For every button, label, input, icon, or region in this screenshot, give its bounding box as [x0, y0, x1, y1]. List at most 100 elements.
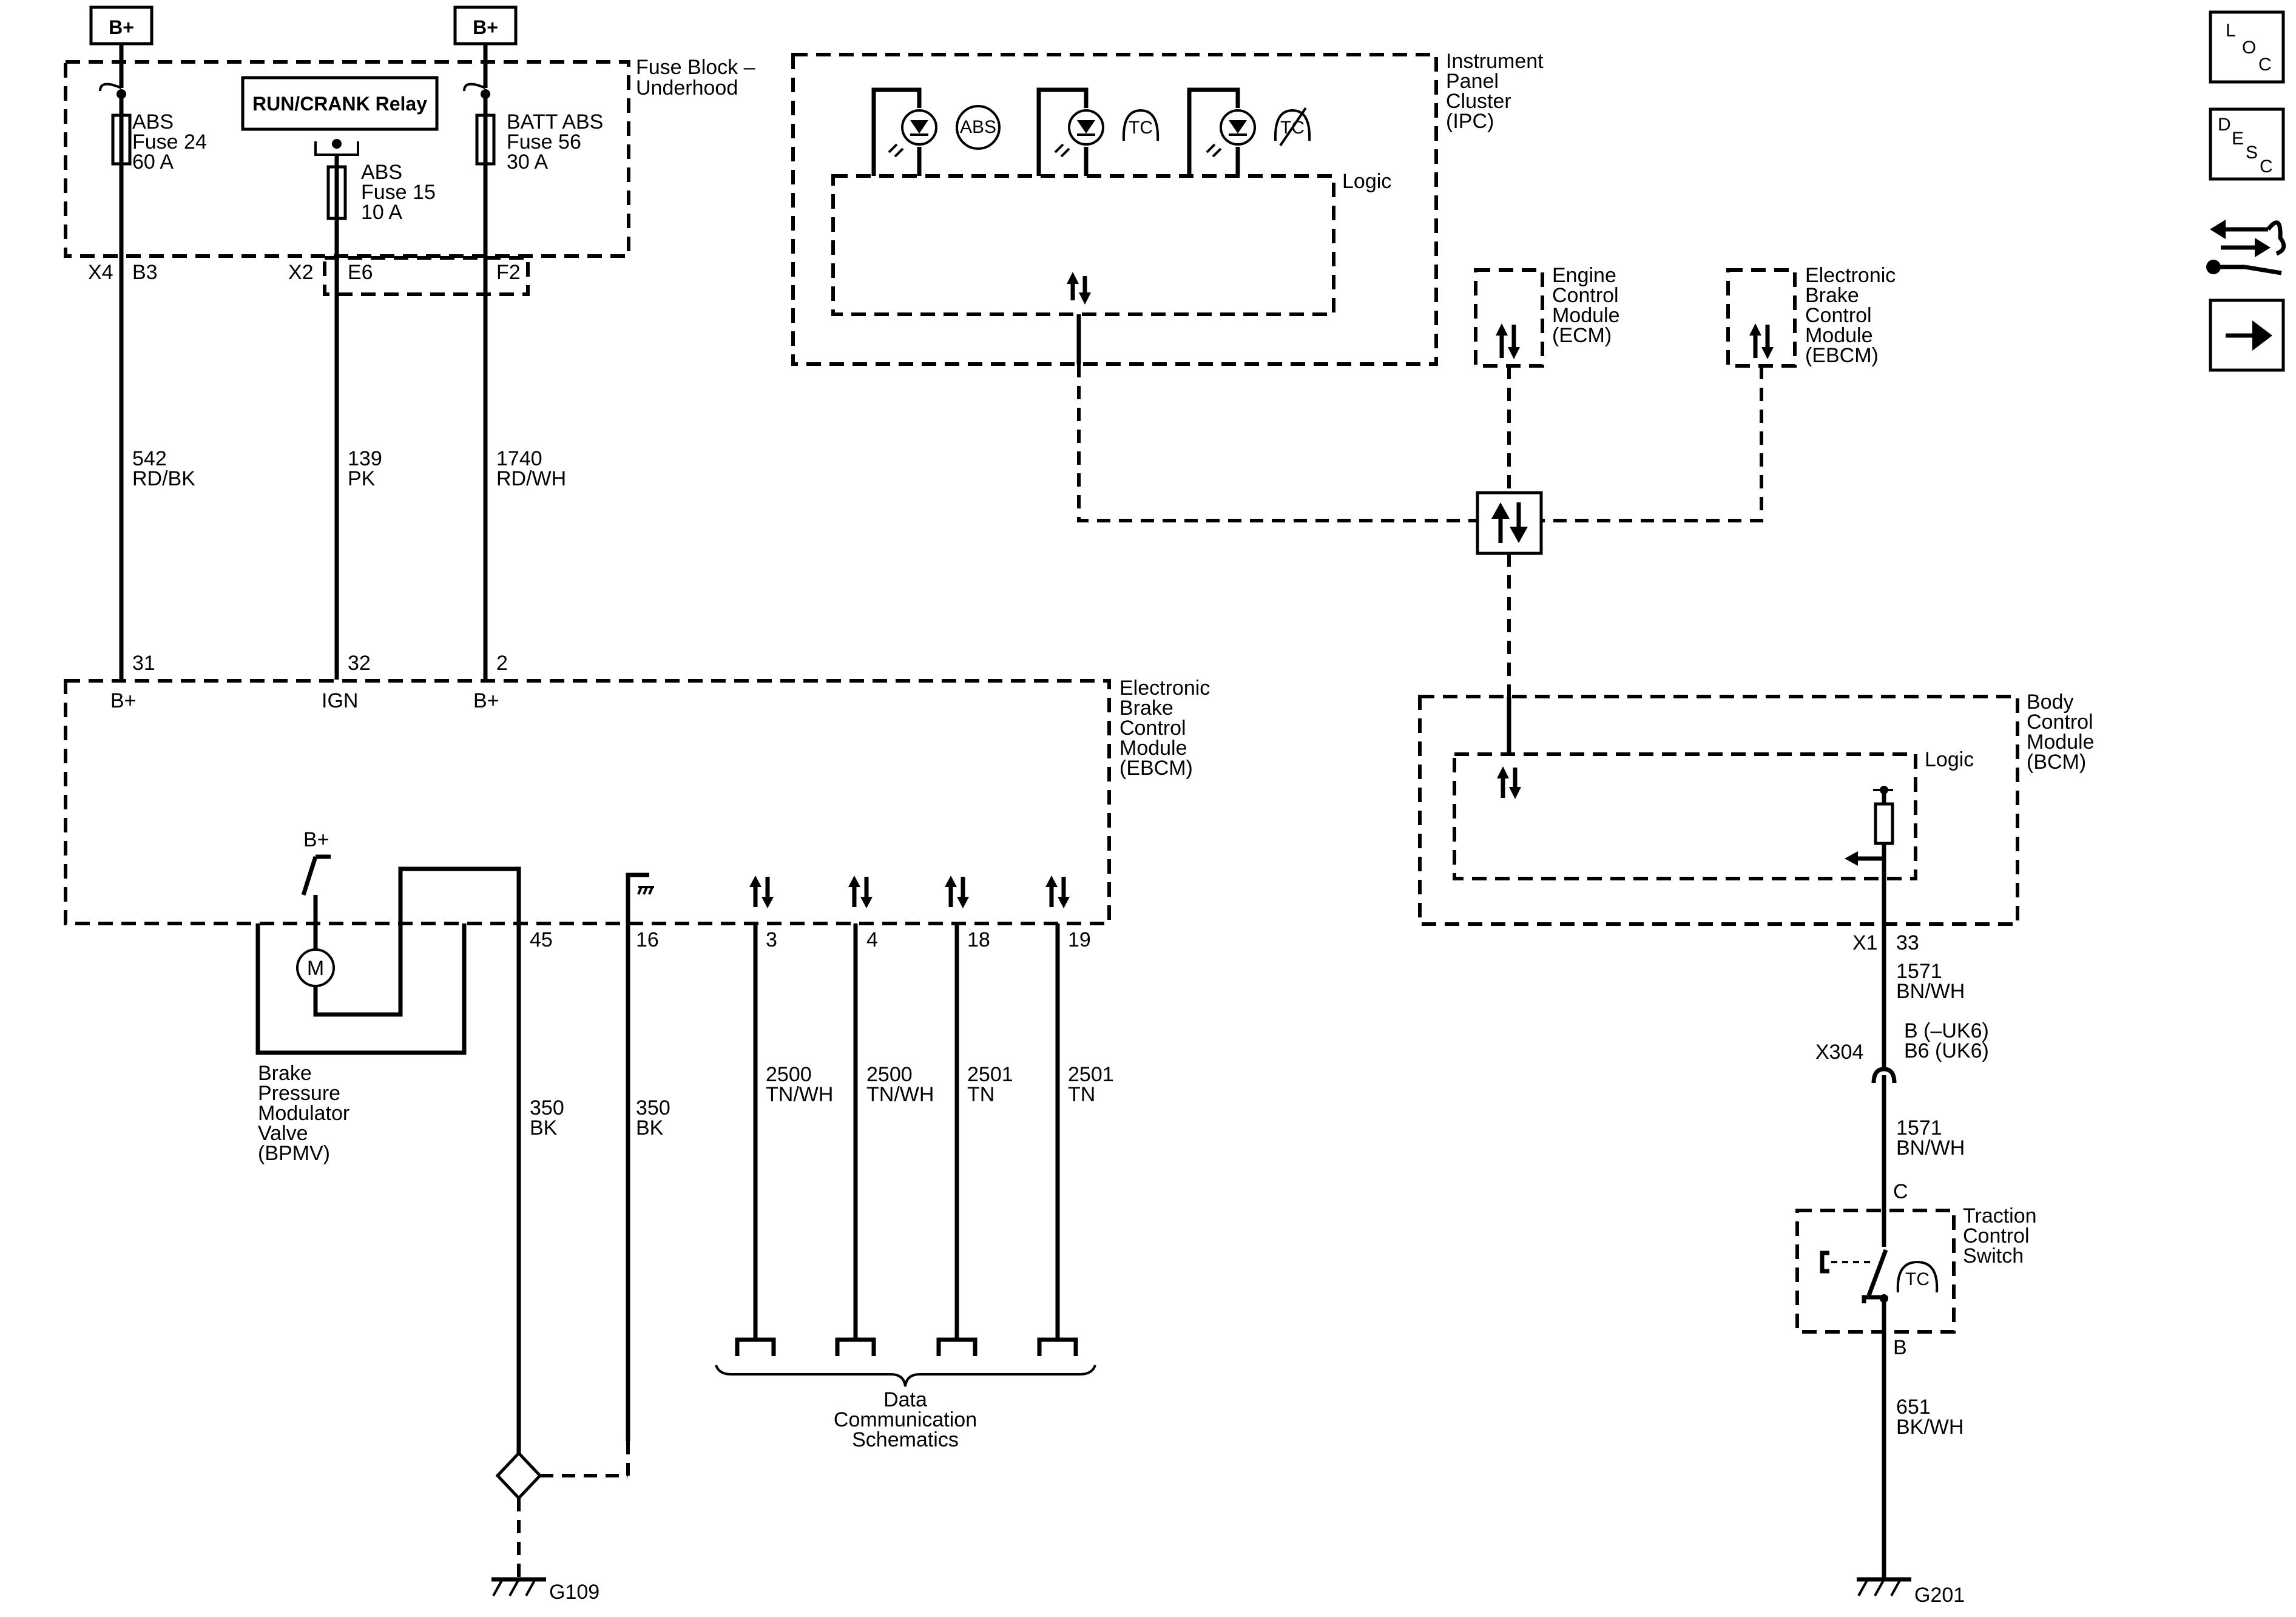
ground-g109: G109: [549, 1581, 599, 1604]
relay-label: RUN/CRANK Relay: [252, 93, 427, 115]
ebcm-small-box: [1726, 268, 1797, 368]
ipc-title-1: Instrument: [1446, 50, 1544, 73]
ecm-title: Engine Control Module (ECM): [1552, 264, 1620, 347]
loc-letter-l: L: [2226, 21, 2236, 41]
ecm-title-4: (ECM): [1552, 324, 1612, 347]
tc-off-icon: [1274, 109, 1311, 141]
fuse-15-rating: 10 A: [361, 201, 402, 224]
data-line-pin-18: 18 2501 TN: [936, 876, 1013, 1356]
wire-1571b-number: 1571: [1896, 1116, 1942, 1139]
wire-542-number: 542: [132, 447, 167, 470]
ipc-title-3: Cluster: [1446, 90, 1511, 113]
ipc-box: [791, 53, 1438, 366]
fuse-56-number: Fuse 56: [507, 130, 581, 154]
wire-2501a-number: 2501: [967, 1063, 1013, 1086]
bcm-logic-box: [1453, 752, 1917, 880]
desc-letter-s: S: [2246, 143, 2258, 163]
wire-350b-number: 350: [636, 1096, 670, 1119]
wire-2501a-color: TN: [967, 1083, 994, 1106]
data-comm-3: Schematics: [852, 1428, 959, 1451]
arrow-right-icon: [2252, 320, 2272, 351]
ecm-title-1: Engine: [1552, 264, 1616, 287]
ebcm-small-title-4: Module: [1805, 324, 1873, 347]
run-crank-relay: RUN/CRANK Relay: [241, 76, 439, 164]
tcs-pin-b: B: [1893, 1336, 1907, 1359]
bpmv-2: Pressure: [258, 1082, 340, 1105]
ebcm-small-title: Electronic Brake Control Module (EBCM): [1805, 264, 1896, 367]
ecm-box: [1474, 268, 1544, 368]
abs-icon-label: ABS: [960, 117, 996, 137]
data-comm-1: Data: [883, 1388, 927, 1411]
desc-letter-d: D: [2218, 115, 2231, 135]
b-plus-source-right: B+: [453, 5, 518, 46]
wire-1740-color: RD/WH: [496, 467, 566, 490]
bcm-title-3: Module: [2027, 731, 2095, 754]
bpmv-circuit: B+ M Brake Pressure Modulator Valve (BPM…: [255, 828, 521, 1165]
bcm-title-1: Body: [2027, 690, 2074, 714]
ecm-data-arrows: [1496, 323, 1520, 359]
tc-off-icon-label: TC: [1280, 118, 1305, 138]
ebcm-serial-line: [1541, 366, 1763, 522]
ipc-title-4: (IPC): [1446, 110, 1494, 133]
fuse-block-box: [64, 60, 630, 258]
wire-350a-number: 350: [530, 1096, 564, 1119]
tc-indicator: TC: [1036, 87, 1160, 176]
fuse-block-title-1: Fuse Block –: [636, 56, 755, 79]
wire-1571b-color: BN/WH: [1896, 1136, 1965, 1160]
fuse-56-rating: 30 A: [507, 150, 548, 174]
bcm-title: Body Control Module (BCM): [2027, 690, 2095, 774]
motor-supply-label: B+: [303, 828, 329, 851]
ebcm-small-title-2: Brake: [1805, 284, 1859, 307]
connector-tool-icon[interactable]: [2206, 220, 2286, 275]
description-button[interactable]: D E S C: [2209, 107, 2285, 181]
ipc-data-arrows: [1067, 272, 1091, 364]
b-plus-label-left: B+: [109, 16, 134, 38]
bcm-logic-label: Logic: [1925, 748, 1974, 771]
connector-x2: X2: [288, 261, 314, 284]
fuse-56-name: BATT ABS: [507, 110, 603, 133]
circuit-139: ABS Fuse 15 10 A X2 E6 139 PK 32 IGN: [288, 155, 530, 712]
ebcm-small-title-3: Control: [1805, 304, 1872, 327]
desc-letter-c: C: [2260, 157, 2273, 177]
ebcm-small-title-1: Electronic: [1805, 264, 1896, 287]
desc-letter-e: E: [2232, 129, 2244, 149]
tcs-icon-label: TC: [1905, 1269, 1930, 1289]
tcs-title-1: Traction: [1963, 1204, 2037, 1227]
wire-350b-color: BK: [636, 1116, 664, 1139]
circuit-350-b: 16 350 BK: [626, 873, 670, 1476]
ebcm-title-2: Brake: [1119, 697, 1173, 720]
wire-2500a-number: 2500: [766, 1063, 812, 1086]
pin-31: 31: [132, 652, 155, 675]
circuit-1571: X1 33 1571 BN/WH B (–UK6) B6 (UK6) X304 …: [1815, 927, 1989, 1210]
wire-651-number: 651: [1896, 1396, 1931, 1419]
wire-2501b-color: TN: [1068, 1083, 1095, 1106]
traction-control-switch: C Traction Control Switch TC B 651 BK/WH…: [1795, 1180, 2037, 1607]
location-button[interactable]: L O C: [2209, 10, 2285, 84]
data-comm-2: Communication: [834, 1408, 977, 1431]
data-line-pin-4: 4 2500 TN/WH: [835, 876, 934, 1356]
b-plus-source-left: B+: [89, 5, 154, 46]
wire-350a-color: BK: [530, 1116, 558, 1139]
b-plus-label-right: B+: [473, 16, 498, 38]
pin-33: 33: [1896, 931, 1919, 954]
tcs-pin-c: C: [1893, 1180, 1908, 1203]
ground-g201: G201: [1914, 1584, 1965, 1607]
wire-651-color: BK/WH: [1896, 1416, 1963, 1439]
x304-pin-2: B6 (UK6): [1904, 1039, 1989, 1062]
next-button[interactable]: [2209, 299, 2285, 372]
pin-f2: F2: [496, 261, 521, 284]
ipc-logic-label: Logic: [1342, 170, 1391, 193]
wire-2500b-number: 2500: [866, 1063, 913, 1086]
pin-4: 4: [866, 928, 878, 951]
pin-19: 19: [1068, 928, 1091, 951]
data-line-pin-19: 19 2501 TN: [1037, 876, 1114, 1356]
motor-label: M: [307, 957, 324, 980]
ebcm-title-3: Control: [1119, 717, 1186, 740]
connector-x1: X1: [1852, 931, 1878, 954]
pin-18: 18: [967, 928, 990, 951]
circuit-1740: BATT ABS Fuse 56 30 A F2 1740 RD/WH 2 B+: [463, 44, 603, 712]
bpmv-3: Modulator: [258, 1102, 349, 1125]
ebcm-title-4: Module: [1119, 737, 1187, 760]
ecm-title-2: Control: [1552, 284, 1619, 307]
